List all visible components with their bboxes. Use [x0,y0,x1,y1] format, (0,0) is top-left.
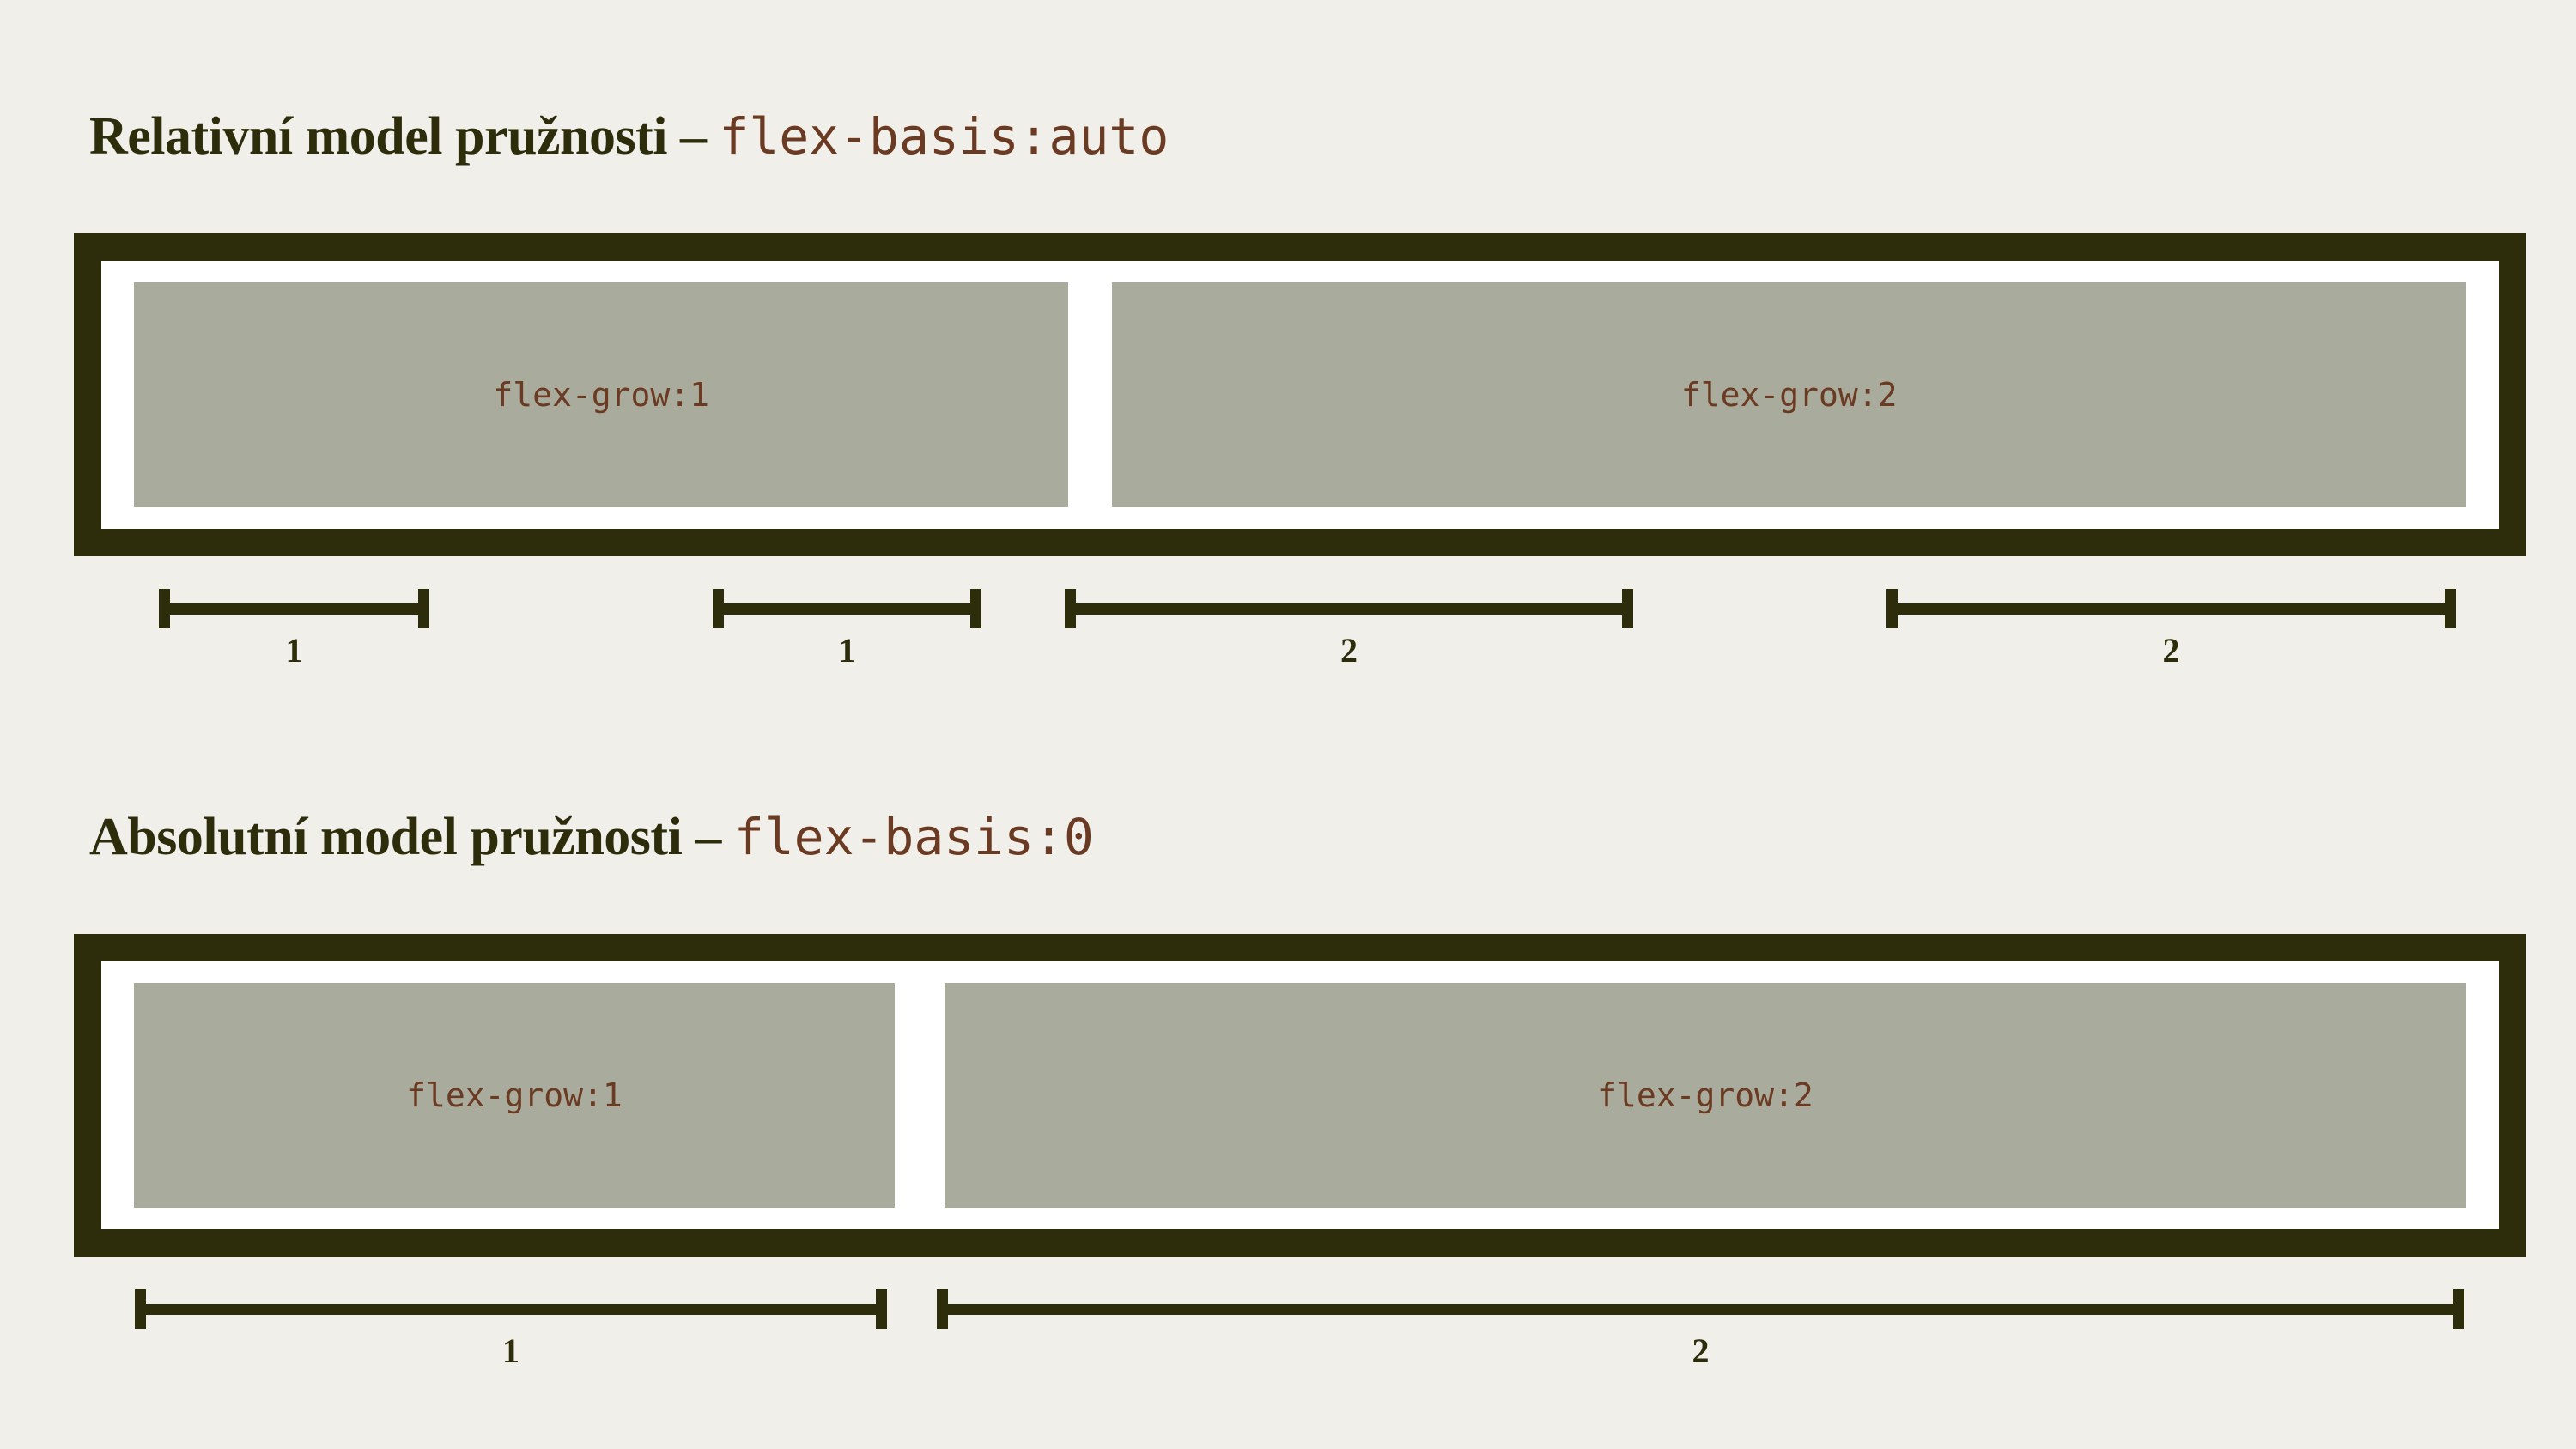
measure-bracket-absolute-2: 2 [937,1289,2464,1368]
bracket-bar-icon [1886,603,2456,615]
bracket-cap-right-icon [1622,589,1633,628]
measure-label-relative-2: 1 [838,631,856,670]
flex-item-relative-2-label: flex-grow:2 [1680,376,1898,414]
flex-item-absolute-2: flex-grow:2 [945,983,2466,1208]
measure-label-absolute-2: 2 [1692,1331,1710,1370]
section-title-absolute-dash: – [695,808,721,866]
bracket-cap-right-icon [2445,589,2456,628]
measure-bracket-relative-4: 2 [1886,589,2456,668]
measure-label-relative-4: 2 [2162,631,2180,670]
flex-item-relative-1-label: flex-grow:1 [493,376,709,414]
bracket-bar-icon [135,1304,887,1315]
section-title-relative-code: flex-basis:auto [719,107,1170,166]
flex-item-relative-2: flex-grow:2 [1112,282,2466,507]
flex-container-absolute: flex-grow:1 flex-grow:2 [74,934,2526,1257]
bracket-cap-right-icon [876,1289,887,1329]
section-title-relative: Relativní model pružnosti – flex-basis:a… [89,110,1169,163]
bracket-bar-icon [937,1304,2464,1315]
section-title-absolute-text: Absolutní model pružnosti [89,808,683,866]
measure-label-relative-3: 2 [1340,631,1358,670]
measure-label-relative-1: 1 [285,631,303,670]
bracket-bar-icon [159,603,429,615]
bracket-cap-right-icon [418,589,429,628]
measure-bracket-relative-2: 1 [713,589,981,668]
section-title-absolute-code: flex-basis:0 [733,808,1094,866]
flex-item-absolute-1-label: flex-grow:1 [406,1076,623,1114]
bracket-cap-right-icon [970,589,981,628]
section-title-relative-text: Relativní model pružnosti [89,107,667,166]
flex-container-relative: flex-grow:1 flex-grow:2 [74,233,2526,556]
section-title-relative-dash: – [679,107,707,166]
measure-bracket-absolute-1: 1 [135,1289,887,1368]
flex-item-absolute-2-label: flex-grow:2 [1597,1076,1814,1114]
flex-item-absolute-1: flex-grow:1 [134,983,895,1208]
bracket-cap-right-icon [2453,1289,2464,1329]
bracket-bar-icon [1065,603,1633,615]
section-title-absolute: Absolutní model pružnosti – flex-basis:0 [89,810,1094,864]
measure-label-absolute-1: 1 [502,1331,519,1370]
measure-bracket-relative-3: 2 [1065,589,1633,668]
flex-item-relative-1: flex-grow:1 [134,282,1069,507]
bracket-bar-icon [713,603,981,615]
measure-bracket-relative-1: 1 [159,589,429,668]
